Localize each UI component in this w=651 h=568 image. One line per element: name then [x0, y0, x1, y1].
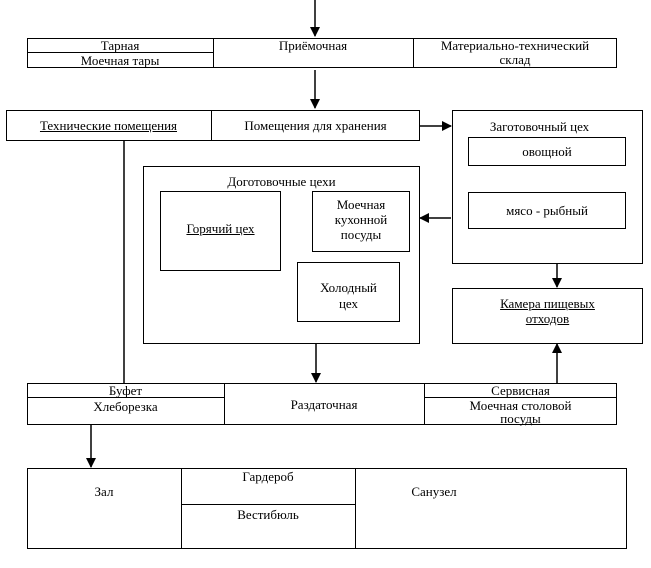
- kitchen-wash: [312, 191, 410, 252]
- veg-ceh-label: овощной: [522, 144, 572, 159]
- priemochnaya-label: Приёмочная: [278, 38, 348, 53]
- veg-ceh: [468, 137, 626, 166]
- row1-divider-right: [413, 38, 414, 68]
- servisnaya-label: Сервисная: [491, 383, 550, 398]
- waste-label-line2: отходов: [525, 311, 570, 326]
- sklad-label-line2: склад: [499, 52, 531, 67]
- row4-divider-left: [224, 383, 225, 425]
- row5-block: [27, 468, 627, 549]
- garderob-label: Гардероб: [242, 469, 294, 484]
- cold-ceh: [297, 262, 400, 322]
- row4-servis-divider: [424, 397, 617, 398]
- moika-tary-label: Моечная тары: [80, 53, 160, 68]
- food-waste-chamber: [452, 288, 643, 344]
- row4-bufet-divider: [27, 397, 224, 398]
- razdatochnaya-label: Раздаточная: [290, 397, 358, 412]
- sklad-label-line1: Материально-технический: [440, 38, 590, 53]
- dish-wash-line2: посуды: [500, 411, 541, 426]
- cold-ceh-line2: цех: [338, 296, 359, 311]
- storage-rooms-label: Помещения для хранения: [244, 118, 387, 133]
- row2-block: [6, 110, 420, 141]
- row4-divider-right: [424, 383, 425, 425]
- row1-tara-divider: [27, 52, 213, 53]
- hot-ceh-label: Горячий цех: [186, 221, 255, 236]
- kitchen-wash-line3: посуды: [340, 227, 382, 242]
- bufet-label: Буфет: [108, 383, 143, 398]
- tara-label: Тарная: [100, 38, 140, 53]
- tech-rooms-label: Технические помещения: [39, 118, 178, 133]
- row5-garderob-divider: [181, 504, 355, 505]
- row1-divider-left: [213, 38, 214, 68]
- waste-label-line1: Камера пищевых: [500, 296, 595, 311]
- hot-ceh: [160, 191, 281, 271]
- row4-block: [27, 383, 617, 425]
- kitchen-wash-line2: кухонной: [334, 212, 388, 227]
- cold-ceh-line1: Холодный: [320, 280, 377, 295]
- row2-divider: [211, 110, 212, 141]
- zal-label: Зал: [94, 484, 114, 499]
- kitchen-wash-line1: Моечная: [336, 197, 386, 212]
- vestibul-label: Вестибюль: [237, 507, 299, 522]
- row5-divider-left: [181, 468, 182, 549]
- row5-divider-right: [355, 468, 356, 549]
- meat-fish-ceh: [468, 192, 626, 229]
- row1-block: [27, 38, 617, 68]
- sanuzel-label: Санузел: [411, 484, 457, 499]
- hleborezka-label: Хлеборезка: [93, 399, 158, 414]
- dish-wash-line1: Моечная столовой: [469, 398, 572, 413]
- zagotovochny-ceh: [452, 110, 643, 264]
- zagotovochny-title: Заготовочный цех: [489, 119, 590, 134]
- meat-fish-label: мясо - рыбный: [506, 203, 588, 218]
- dogotovochnye-title: Доготовочные цехи: [227, 174, 336, 189]
